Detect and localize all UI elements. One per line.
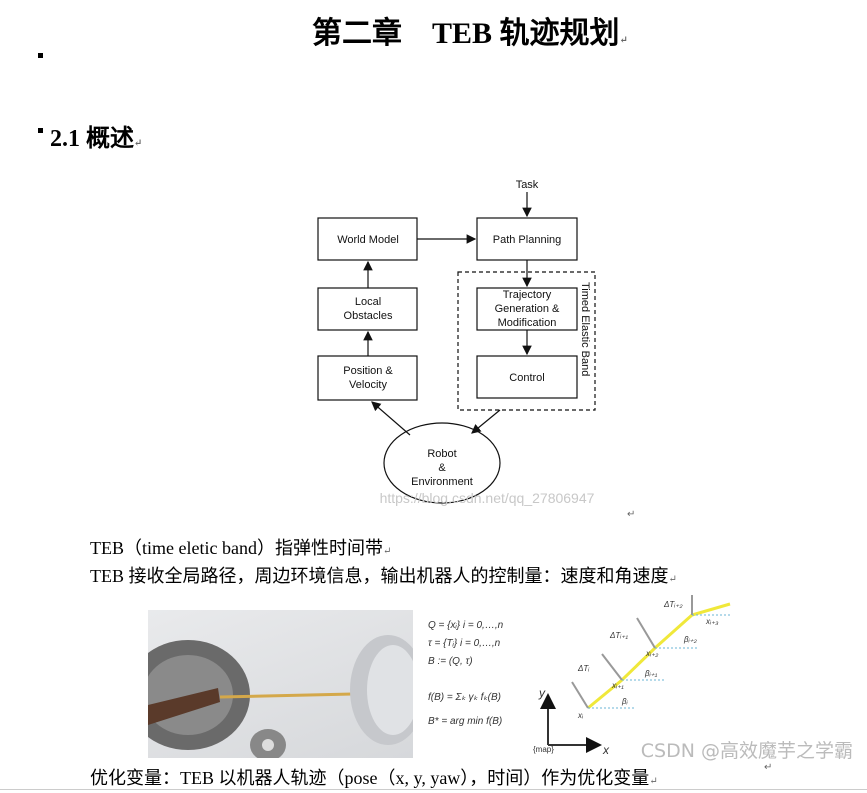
formula-f: f(B) = Σₖ γₖ fₖ(B) [428,692,501,703]
x-axis-label: x [602,743,610,757]
formula-bstar: B* = arg min f(B) [428,716,502,727]
position-velocity-box [317,355,418,401]
velocity-label: Velocity [349,379,387,391]
chapter-title: 第二章 TEB 轨迹规划↵ [312,17,628,50]
ampersand-label: & [438,462,446,474]
path-planning-label: Path Planning [493,234,562,246]
local-label: Local [355,296,381,308]
generation-label: Generation & [495,303,560,315]
paragraph-teb-io: TEB 接收全局路径，周边环境信息，输出机器人的控制量：速度和角速度↵ [90,566,677,586]
map-label: {map} [533,745,554,754]
svg-text:↵: ↵ [764,762,772,773]
bullet [38,128,43,133]
url-watermark: https://blog.csdn.net/qq_27806947 [380,490,595,506]
formula-tau: τ = {Tᵢ} i = 0,…,n [428,638,501,649]
xi-label: xᵢ [577,711,584,720]
control-label: Control [509,372,544,384]
task-label: Task [516,179,539,191]
teb-vertical-label: Timed Elastic Band [579,282,591,376]
trajectory-label: Trajectory [503,289,552,301]
paragraph-teb-definition: TEB（time eletic band）指弹性时间带↵ [90,538,392,558]
elastic-band-photo [126,610,426,761]
teb-dashed-box [457,271,596,411]
robot-label: Robot [427,448,456,460]
section-heading: 2.1 概述↵ [50,126,143,152]
formula-q: Q = {xᵢ} i = 0,…,n [428,620,504,631]
svg-text:↵: ↵ [627,509,635,520]
page-divider [0,789,867,790]
modification-label: Modification [498,317,557,329]
robot-environment-ellipse [383,422,501,504]
beta-i2-label: βᵢ₊₂ [683,635,697,644]
xi2-label: xᵢ₊₂ [645,649,658,658]
environment-label: Environment [411,476,473,488]
csdn-watermark: CSDN @高效魔芋之学霸 [640,740,853,762]
y-axis-label: y [538,686,546,700]
control-box [476,355,578,399]
trajectory-figure: y x {map} xᵢ xᵢ₊₁ xᵢ₊₂ xᵢ₊₃ ΔTᵢ ΔTᵢ₊₁ ΔT… [533,595,731,757]
xi1-label: xᵢ₊₁ [611,681,624,690]
bullet [38,53,43,58]
beta-i-label: βᵢ [621,697,629,706]
obstacles-label: Obstacles [344,310,393,322]
beta-i1-label: βᵢ₊₁ [644,669,658,678]
dti-label: ΔTᵢ [577,664,590,673]
dti1-label: ΔTᵢ₊₁ [609,631,628,640]
local-obstacles-box [317,287,418,331]
xi3-label: xᵢ₊₃ [705,617,718,626]
world-model-label: World Model [337,234,399,246]
formula-b: B := (Q, τ) [428,656,473,667]
position-label: Position & [343,365,393,377]
dti2-label: ΔTᵢ₊₂ [663,600,683,609]
paragraph-optimization-variables: 优化变量：TEB 以机器人轨迹（pose（x, y, yaw），时间）作为优化变… [90,768,658,788]
